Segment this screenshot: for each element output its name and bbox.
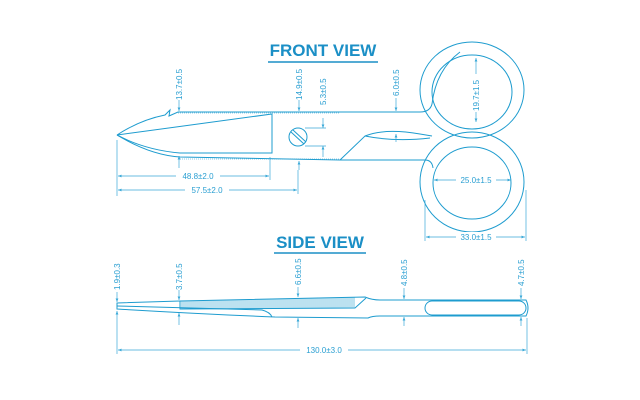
dim-upper-ring: 19.7±1.5 bbox=[472, 79, 481, 111]
dim-total-length: 130.0±3.0 bbox=[306, 346, 342, 355]
dim-shank: 6.0±0.5 bbox=[392, 69, 401, 96]
dim-ring-width: 33.0±1.5 bbox=[460, 233, 492, 242]
dim-blade-mid: 6.6±0.5 bbox=[294, 258, 303, 285]
dim-tip-height: 13.7±0.5 bbox=[175, 68, 184, 100]
dim-blade-height: 14.9±0.5 bbox=[295, 68, 304, 100]
screw-icon bbox=[288, 127, 308, 147]
front-view-title: FRONT VIEW bbox=[270, 41, 378, 60]
front-dimensions: 13.7±0.5 14.9±0.5 5.3±0.5 6.0±0.5 19.7±1… bbox=[116, 58, 527, 242]
dim-screw: 5.3±0.5 bbox=[319, 78, 328, 105]
front-scissors-outline bbox=[116, 41, 525, 233]
dim-tip: 1.9±0.3 bbox=[113, 263, 122, 290]
dim-blade-start: 3.7±0.5 bbox=[175, 263, 184, 290]
side-view-title: SIDE VIEW bbox=[276, 233, 365, 252]
side-dimensions: 1.9±0.3 3.7±0.5 6.6±0.5 4.8±0.5 4.7±0.5 … bbox=[113, 258, 528, 355]
dim-pivot-length: 57.5±2.0 bbox=[191, 186, 223, 195]
side-scissors-outline bbox=[116, 296, 529, 319]
dim-handle-end: 4.7±0.5 bbox=[517, 259, 526, 286]
dim-shank-side: 4.8±0.5 bbox=[400, 259, 409, 286]
dim-lower-ring: 25.0±1.5 bbox=[460, 176, 492, 185]
dim-blade-length: 48.8±2.0 bbox=[182, 172, 214, 181]
